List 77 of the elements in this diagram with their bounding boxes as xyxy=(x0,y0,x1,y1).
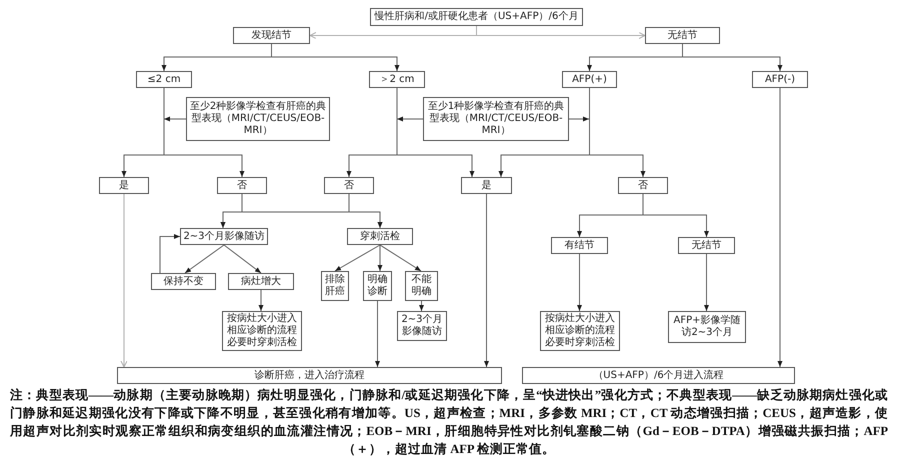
box-label: 无结节 xyxy=(692,240,722,252)
process-box xyxy=(522,367,795,384)
box-label: 保持不变 xyxy=(164,276,204,288)
arrow xyxy=(160,234,180,274)
process-box xyxy=(117,367,502,384)
arrow xyxy=(164,88,244,178)
process-box xyxy=(99,177,149,194)
process-box xyxy=(618,177,668,194)
box-label: AFP+影像学随访2~3个月 xyxy=(672,315,742,339)
arrow xyxy=(164,116,186,122)
arrow xyxy=(224,244,262,274)
footnote: 注：典型表现——动脉期（主要动脉晚期）病灶明显强化，门静脉和/或延迟期强化下降，呈“快进快出”强化方式；不典型表现——缺乏动脉期病灶强化或门静脉和延迟期强化没有下降或下降不明显，甚至强化稍有增加等。US，超声检查；MRI，多参数 MRI；CT，CT 动态增强扫描；CEUS，超声造影，使用超声对比剂实时观察正常组织和病变组织的血流灌注情况；EOB－MRI，肝细胞特异性对比剂钆塞酸二钠（Gd－EOB－DTPA）增强磁共振扫描；AFP（＋），超过血清 AFP 检测正常值。 xyxy=(10,387,888,458)
process-box xyxy=(668,311,746,343)
box-label: AFP(+) xyxy=(572,74,607,86)
box-label: 有结节 xyxy=(564,240,594,252)
process-box xyxy=(461,177,512,194)
process-box xyxy=(551,237,608,254)
box-label: 是 xyxy=(482,180,492,192)
process-box xyxy=(645,27,720,44)
arrow xyxy=(271,44,400,72)
arrow xyxy=(258,290,264,312)
box-label: 否 xyxy=(638,180,648,192)
arrow xyxy=(568,116,590,122)
arrow xyxy=(704,254,709,312)
box-label: ＞2 cm xyxy=(380,74,414,86)
process-box xyxy=(562,71,617,88)
arrow xyxy=(589,88,646,178)
process-box xyxy=(678,237,735,254)
box-label: 穿刺活检 xyxy=(360,230,400,242)
arrow xyxy=(484,194,489,368)
box-label: 明确诊断 xyxy=(366,274,388,298)
arrow xyxy=(682,44,782,72)
arrow xyxy=(120,194,128,368)
arrow xyxy=(396,88,474,178)
process-box xyxy=(228,273,294,290)
process-box xyxy=(405,271,438,301)
process-box xyxy=(136,71,192,88)
box-label: 2~3个月影像随访 xyxy=(183,230,265,242)
arrow xyxy=(476,26,646,39)
process-box xyxy=(370,8,583,26)
box-label: 慢性肝病和/或肝硬化患者（US+AFP）/6个月 xyxy=(374,11,578,23)
process-box xyxy=(233,27,310,44)
process-box xyxy=(180,228,268,245)
arrow xyxy=(419,300,424,312)
arrow xyxy=(348,194,382,228)
arrow xyxy=(577,254,582,312)
arrow xyxy=(184,244,224,274)
box-label: 2~3个月影像随访 xyxy=(400,314,444,338)
arrow xyxy=(396,116,424,122)
box-label: 否 xyxy=(237,180,247,192)
process-box xyxy=(324,177,374,194)
box-label: 否 xyxy=(344,180,354,192)
arrow xyxy=(378,244,382,272)
box-label: 不能明确 xyxy=(410,274,432,298)
box-label: 诊断肝癌，进入治疗流程 xyxy=(254,370,364,382)
box-label: 发现结节 xyxy=(252,30,292,42)
box-label: 排除肝癌 xyxy=(324,274,346,298)
process-box xyxy=(151,273,216,290)
box-label: 按病灶大小进入相应诊断的流程必要时穿刺活检 xyxy=(226,313,298,349)
process-box xyxy=(217,177,267,194)
box-label: 病灶增大 xyxy=(241,276,281,288)
box-label: 无结节 xyxy=(668,30,698,42)
arrow xyxy=(375,300,380,368)
box-label: 是 xyxy=(119,180,129,192)
process-box xyxy=(752,71,808,88)
box-label: 按病灶大小进入相应诊断的流程必要时穿刺活检 xyxy=(544,313,616,349)
box-label: 至少1种影像学检查有肝癌的典型表现（MRI/CT/CEUS/EOB-MRI） xyxy=(426,101,566,137)
arrow xyxy=(380,244,422,272)
process-box xyxy=(369,71,425,88)
box-label: 至少2种影像学检查有肝癌的典型表现（MRI/CT/CEUS/EOB-MRI） xyxy=(189,101,327,137)
arrow xyxy=(642,194,709,238)
box-label: AFP(-) xyxy=(764,74,796,86)
box-label: ≤2 cm xyxy=(147,74,181,86)
arrow xyxy=(778,88,782,368)
process-box xyxy=(347,228,413,245)
arrow xyxy=(334,244,380,272)
box-label: （US+AFP）/6个月进入流程 xyxy=(593,370,724,382)
